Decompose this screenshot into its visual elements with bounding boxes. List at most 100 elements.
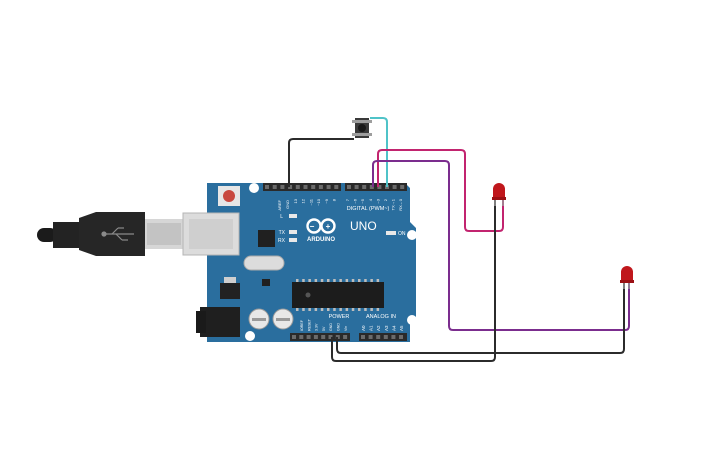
power-jack: [200, 307, 240, 337]
header-socket[interactable]: [391, 335, 396, 339]
header-socket[interactable]: [318, 185, 323, 189]
chip-notch: [305, 292, 311, 298]
digital-pin-label: 8: [332, 198, 337, 201]
mounting-hole: [245, 331, 255, 341]
power-pin-label: 3.3V: [315, 323, 319, 331]
voltage-regulator-tab: [224, 277, 236, 283]
header-socket[interactable]: [321, 335, 326, 339]
digital-header-sockets[interactable]: [265, 185, 405, 189]
power-pin-label: 5V: [322, 326, 326, 331]
digital-pin-label: 4: [368, 198, 373, 201]
header-socket[interactable]: [362, 185, 367, 189]
digital-pin-label: RX←0: [398, 198, 403, 211]
chip-pin: [339, 279, 342, 282]
digital-header-left: [263, 183, 341, 191]
header-socket[interactable]: [361, 335, 365, 339]
header-socket[interactable]: [272, 185, 277, 189]
header-socket[interactable]: [311, 185, 316, 189]
header-socket[interactable]: [392, 185, 397, 189]
wire-pin4-to-led1[interactable]: [377, 149, 504, 232]
chip-pin: [314, 308, 318, 311]
power-pin-label: Vin: [344, 326, 348, 331]
header-socket[interactable]: [313, 335, 318, 339]
mounting-hole: [407, 230, 417, 240]
header-socket[interactable]: [334, 185, 339, 189]
chip-pin: [308, 308, 311, 311]
chip-pin: [376, 308, 380, 311]
header-socket[interactable]: [292, 335, 296, 339]
header-socket[interactable]: [376, 335, 381, 339]
header-socket[interactable]: [400, 185, 405, 189]
l-led-label: L: [280, 214, 283, 220]
chip-pin: [376, 279, 380, 282]
chip-pin: [370, 308, 373, 311]
power-header-title: POWER: [329, 314, 350, 320]
pushbutton-leg: [352, 133, 372, 136]
digital-pin-label: ~11: [308, 198, 313, 205]
svg-text:−: −: [310, 222, 315, 231]
power-pin-label: GND: [337, 323, 341, 331]
l-led: [289, 214, 297, 218]
analog-pin-label: A5: [399, 325, 404, 331]
chip-pin: [320, 308, 324, 311]
on-led: [386, 231, 396, 235]
header-socket[interactable]: [383, 335, 388, 339]
power-pin-label: GND: [329, 323, 333, 331]
led-1[interactable]: [492, 183, 506, 206]
header-socket[interactable]: [347, 185, 351, 189]
digital-pin-label: ~6: [353, 198, 358, 203]
wire-gnd-to-led1[interactable]: [331, 200, 496, 362]
power-pin-label: IOREF: [300, 319, 304, 331]
digital-header-title: DIGITAL (PWM~): [347, 206, 390, 212]
chip-pin: [333, 308, 336, 311]
digital-pin-label: 13: [293, 198, 298, 203]
gnd-pin-label: GND: [285, 200, 290, 209]
header-socket[interactable]: [377, 185, 382, 189]
digital-pin-label: 7: [345, 198, 350, 201]
header-socket[interactable]: [354, 185, 359, 189]
wire-gnd-to-led2[interactable]: [336, 283, 625, 354]
on-led-label: ON: [398, 231, 406, 237]
led-2[interactable]: [620, 266, 634, 289]
header-socket[interactable]: [295, 185, 300, 189]
mounting-hole: [249, 183, 259, 193]
header-socket[interactable]: [326, 185, 331, 189]
arduino-logo-text: ARDUINO: [307, 237, 335, 243]
voltage-regulator: [220, 283, 240, 299]
header-socket[interactable]: [328, 335, 333, 339]
tx-led: [289, 230, 297, 234]
header-socket[interactable]: [288, 185, 293, 189]
led-2-bulb: [621, 266, 633, 282]
analog-pin-label: A3: [384, 325, 389, 331]
chip-pin: [333, 279, 336, 282]
digital-pin-label: TX→1: [391, 198, 396, 210]
chip-pin: [308, 279, 311, 282]
header-socket[interactable]: [369, 185, 374, 189]
wire-gnd-to-button[interactable]: [288, 138, 354, 187]
digital-pin-label: ~5: [360, 198, 365, 203]
header-socket[interactable]: [343, 335, 348, 339]
mounting-hole: [407, 315, 417, 325]
wire-button-to-pin2[interactable]: [370, 117, 388, 187]
chip-pin: [327, 279, 330, 282]
header-socket[interactable]: [299, 335, 304, 339]
svg-text:+: +: [326, 222, 331, 231]
header-socket[interactable]: [303, 185, 308, 189]
usb-cable[interactable]: [37, 212, 183, 256]
pushbutton-icon[interactable]: [352, 118, 372, 138]
chip-pin: [314, 279, 318, 282]
header-socket[interactable]: [368, 335, 373, 339]
header-socket[interactable]: [399, 335, 403, 339]
chip-pin: [358, 308, 361, 311]
header-socket[interactable]: [306, 335, 311, 339]
chip-pin: [296, 279, 299, 282]
chip-pin: [345, 308, 349, 311]
wire-pin5-to-led2[interactable]: [372, 160, 630, 331]
header-socket[interactable]: [280, 185, 285, 189]
power-pin-label: RESET: [307, 318, 311, 331]
header-socket[interactable]: [265, 185, 269, 189]
